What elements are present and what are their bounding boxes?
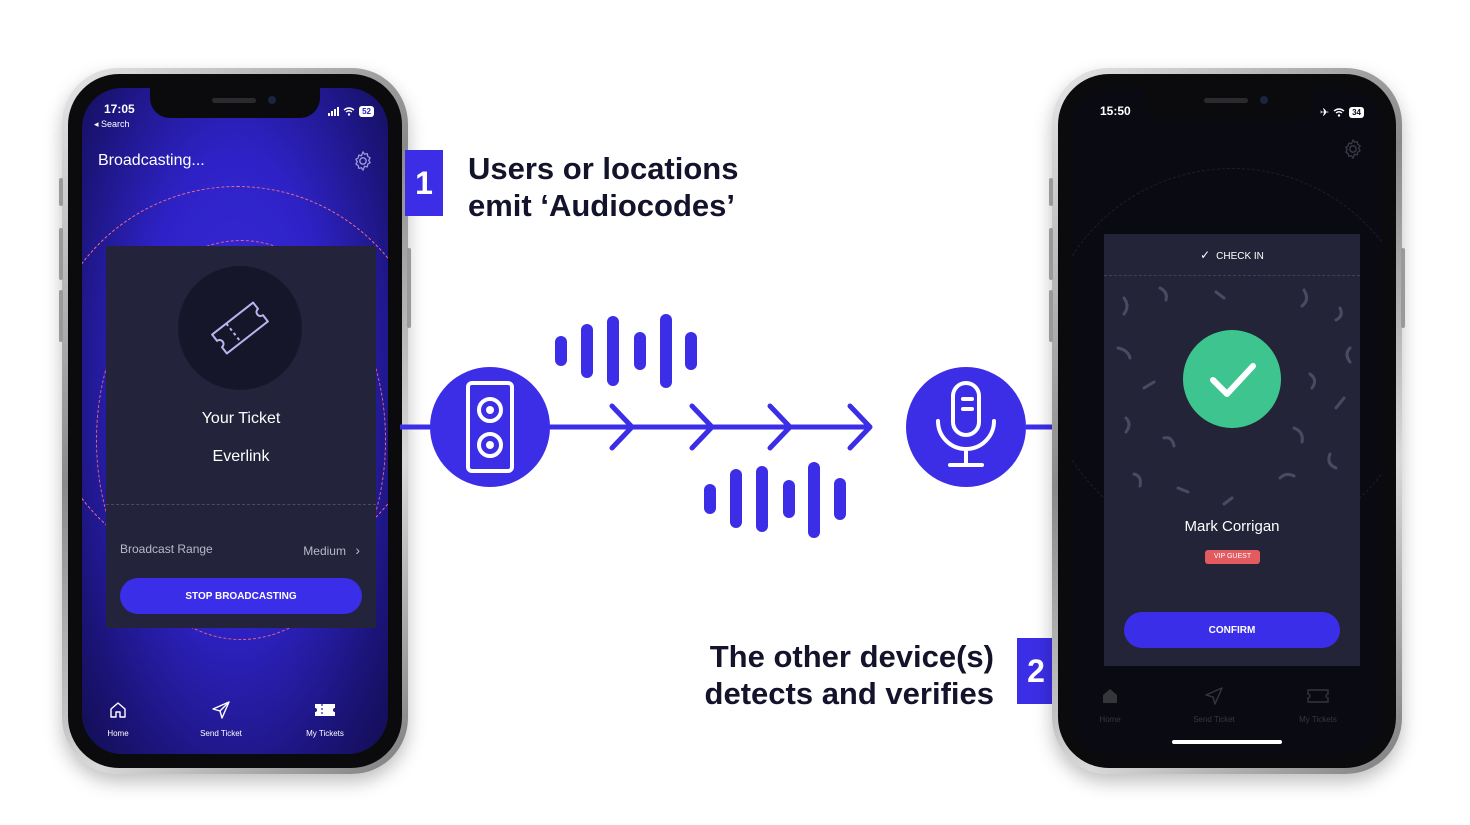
guest-name: Mark Corrigan	[1184, 518, 1280, 535]
tickets-icon	[1307, 689, 1329, 703]
tab-bar: Home Send Ticket My Tickets	[1072, 686, 1382, 732]
audiocode-transfer-graphic	[400, 314, 1060, 538]
check-in-title: CHECK IN	[1216, 251, 1264, 262]
step-1-caption-line2: emit ‘Audiocodes’	[468, 188, 735, 223]
confirm-button[interactable]: CONFIRM	[1124, 612, 1340, 648]
step-2-caption-line2: detects and verifies	[704, 676, 994, 711]
stop-broadcasting-button[interactable]: STOP BROADCASTING	[120, 578, 362, 614]
ticket-title: Your Ticket	[201, 410, 281, 427]
broadcast-range-selector[interactable]: Medium ›	[303, 542, 360, 558]
confetti-decoration	[1116, 286, 1352, 506]
back-to-search-link[interactable]: ◂ Search	[94, 119, 130, 129]
tab-home-label: Home	[1099, 715, 1121, 724]
step-1-caption: Users or locations emit ‘Audiocodes’	[468, 150, 738, 224]
tab-home-label: Home	[107, 729, 129, 738]
tab-send-ticket[interactable]: Send Ticket	[1174, 686, 1254, 727]
checkmark-icon	[1210, 363, 1256, 397]
tab-send-ticket-label: Send Ticket	[200, 729, 242, 738]
verifying-phone: 15:50 ✈ 34 ✓ CHECK IN	[1049, 68, 1405, 774]
wifi-icon	[343, 107, 355, 116]
status-time: 15:50	[1100, 104, 1131, 118]
tab-home[interactable]: Home	[1072, 686, 1150, 727]
ticket-event-name: Everlink	[212, 448, 270, 465]
tab-my-tickets[interactable]: My Tickets	[1278, 686, 1358, 727]
broadcast-range-ring-inner	[96, 240, 386, 640]
home-icon	[1103, 689, 1117, 703]
airplane-icon: ✈	[1319, 107, 1330, 119]
gear-icon[interactable]	[1342, 138, 1364, 160]
speaker-emitter	[430, 367, 550, 487]
direction-chevrons	[609, 403, 873, 451]
phone-screen: 17:05 ◂ Search 52 Broadcasting...	[82, 88, 388, 754]
tab-my-tickets-label: My Tickets	[306, 729, 344, 738]
success-indicator	[1183, 330, 1281, 428]
broadcast-range-label: Broadcast Range	[120, 542, 213, 556]
ticket-card: Your Ticket Everlink Broadcast Range Med…	[106, 246, 376, 628]
card-divider	[106, 504, 376, 505]
send-icon	[212, 701, 230, 719]
step-1-caption-line1: Users or locations	[468, 151, 739, 186]
battery-indicator: 52	[359, 106, 374, 117]
ticket-avatar	[178, 266, 302, 390]
tab-send-ticket[interactable]: Send Ticket	[181, 700, 261, 741]
broadcasting-phone: 17:05 ◂ Search 52 Broadcasting...	[59, 68, 411, 774]
soundwave-top	[555, 314, 697, 388]
tab-my-tickets-label: My Tickets	[1299, 715, 1337, 724]
ticket-icon	[211, 301, 269, 355]
wifi-icon	[1333, 108, 1345, 117]
check-in-card: ✓CHECK IN Mark Corrigan VIP	[1104, 234, 1360, 666]
tab-home[interactable]: Home	[82, 700, 158, 741]
speaker-icon	[466, 381, 514, 473]
step-2-caption-line1: The other device(s)	[709, 639, 994, 674]
home-indicator[interactable]	[1172, 740, 1282, 744]
soundwave-bottom	[704, 462, 846, 538]
broadcast-range-value: Medium	[303, 544, 346, 558]
chevron-right-icon: ›	[355, 542, 360, 558]
signal-icon	[328, 107, 340, 116]
checkmark-small-icon: ✓	[1200, 248, 1211, 262]
send-icon	[1205, 687, 1223, 705]
page-title: Broadcasting...	[98, 152, 205, 169]
battery-indicator: 34	[1349, 107, 1364, 118]
gear-icon[interactable]	[352, 150, 374, 172]
check-in-header: ✓ CHECK IN	[1104, 234, 1360, 276]
step-number-2: 2	[1017, 638, 1055, 704]
status-icons: ✈ 34	[1320, 106, 1364, 119]
microphone-icon	[936, 381, 996, 467]
tab-send-ticket-label: Send Ticket	[1193, 715, 1235, 724]
microphone-receiver	[906, 367, 1026, 487]
status-time: 17:05	[104, 102, 135, 116]
tickets-icon	[315, 704, 335, 716]
tab-bar: Home Send Ticket My Tickets	[82, 700, 388, 746]
status-icons: 52	[328, 106, 374, 117]
phone-screen: 15:50 ✈ 34 ✓ CHECK IN	[1072, 88, 1382, 754]
home-icon	[110, 702, 126, 718]
step-2-caption: The other device(s) detects and verifies	[705, 638, 994, 712]
step-number-1: 1	[405, 150, 443, 216]
vip-badge: VIP GUEST	[1205, 550, 1260, 564]
tab-my-tickets[interactable]: My Tickets	[285, 700, 365, 741]
